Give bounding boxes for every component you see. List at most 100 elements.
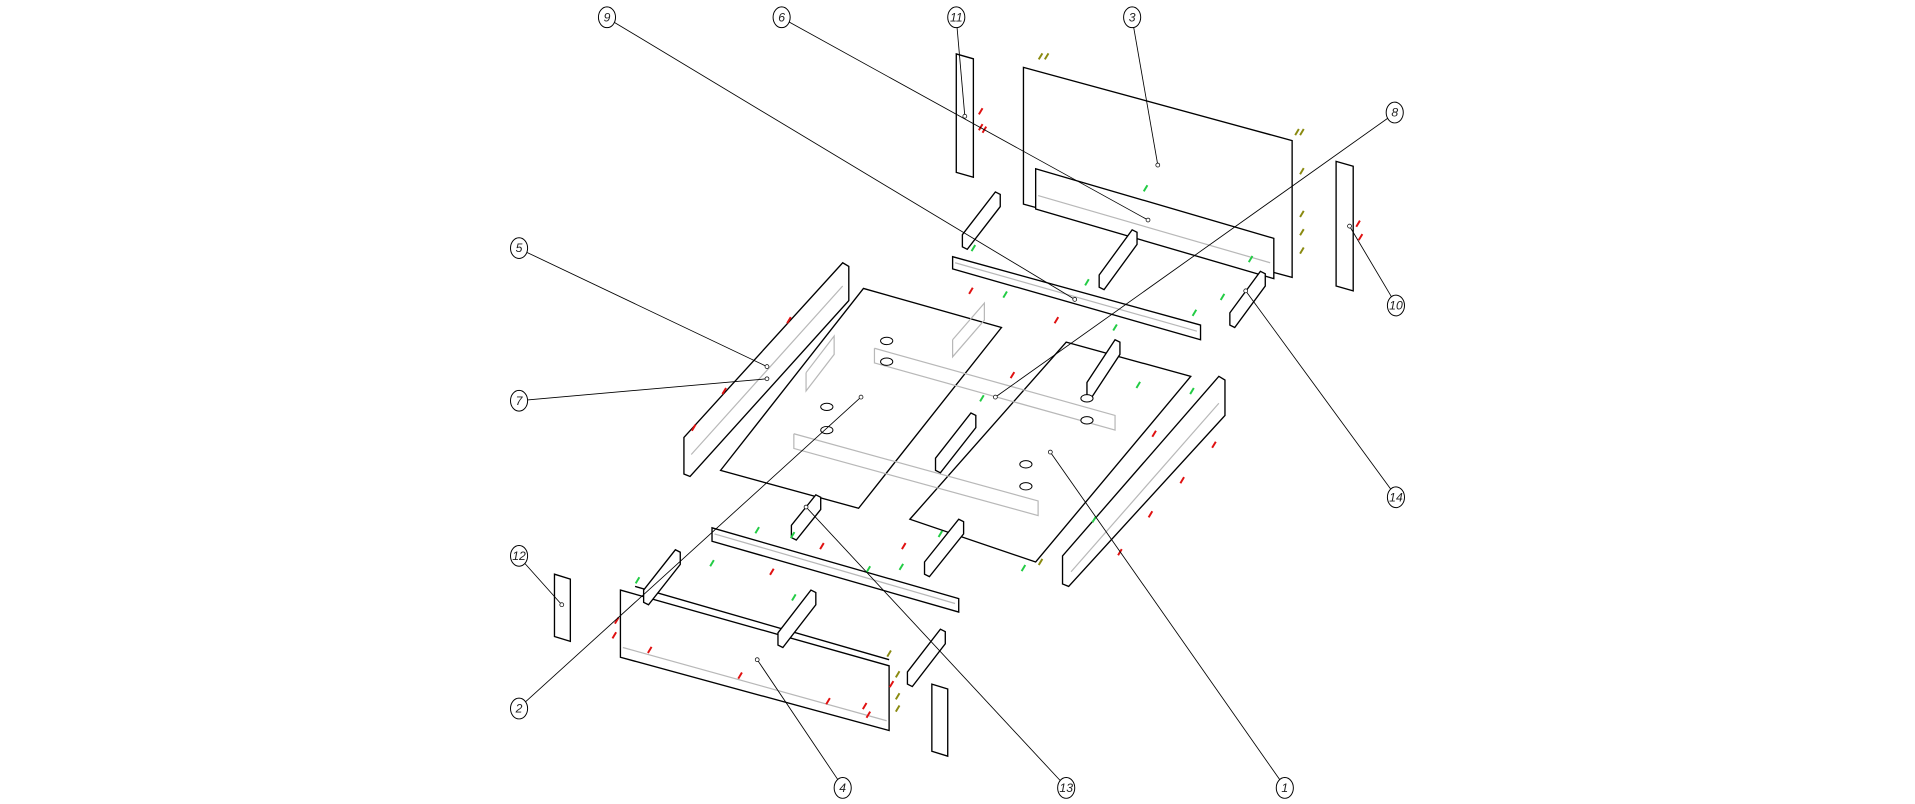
fastener-mark: [1053, 316, 1060, 324]
fastener-mark: [819, 542, 825, 550]
part-label-6: 6: [772, 6, 791, 29]
part-label-13: 13: [1057, 777, 1076, 799]
fastener-mark: [1299, 128, 1305, 136]
fastener-mark: [865, 711, 872, 719]
fastener-mark: [1084, 278, 1090, 286]
support-block: [1098, 228, 1138, 291]
fastener-mark: [1299, 167, 1305, 175]
fastener-mark: [1135, 381, 1141, 389]
part-number: 7: [516, 394, 524, 408]
part-number: 9: [604, 10, 611, 24]
fastener-mark: [1179, 476, 1185, 484]
parts-layer: [553, 53, 1354, 758]
fastener-mark: [737, 672, 743, 680]
fastener-mark: [791, 593, 797, 601]
fastener-mark: [1147, 510, 1154, 518]
leader-line-4: [756, 659, 839, 781]
fastener-mark: [968, 287, 974, 295]
fastener-mark: [894, 692, 901, 700]
fastener-mark: [1002, 290, 1008, 299]
cross-rail-lower: [711, 526, 960, 613]
part-label-1: 1: [1275, 777, 1294, 799]
fastener-mark: [769, 568, 775, 576]
fastener-mark: [886, 650, 892, 658]
part-label-9: 9: [597, 6, 617, 29]
part-label-4: 4: [833, 777, 852, 799]
support-block: [923, 518, 965, 578]
part-label-14: 14: [1386, 486, 1405, 509]
leader-line-5: [526, 251, 768, 367]
part-number: 13: [1059, 781, 1073, 795]
part-number: 5: [516, 241, 523, 255]
support-block: [934, 412, 977, 474]
fastener-mark: [1151, 430, 1157, 438]
leader-line-14: [1245, 290, 1392, 490]
part-number: 11: [950, 10, 963, 24]
fastener-mark: [978, 107, 984, 115]
fastener-marks: [611, 52, 1364, 719]
part-label-7: 7: [510, 389, 529, 412]
leader-line-13: [805, 506, 1061, 782]
fastener-mark: [979, 394, 985, 402]
leader-line-2: [525, 396, 862, 703]
fastener-mark: [1112, 323, 1118, 332]
fastener-mark: [825, 697, 831, 705]
part-label-3: 3: [1123, 6, 1142, 29]
part-number: 3: [1129, 10, 1136, 24]
leader-line-3: [1133, 26, 1159, 166]
post-12: [553, 573, 572, 643]
side-rail-right: [1061, 375, 1226, 588]
leader-line-8: [995, 117, 1389, 398]
fastener-mark: [721, 387, 727, 395]
fastener-mark: [647, 646, 653, 654]
part-number: 14: [1389, 490, 1403, 504]
headboard-lower-panel: [1034, 167, 1275, 280]
fastener-mark: [901, 542, 907, 550]
part-number: 12: [512, 549, 526, 563]
fastener-mark: [1357, 233, 1364, 241]
dowel-holes: [820, 336, 1094, 491]
fastener-mark: [1037, 558, 1044, 566]
fastener-mark: [898, 563, 904, 571]
part-label-11: 11: [947, 6, 966, 29]
part-number: 6: [778, 10, 785, 24]
fastener-mark: [754, 526, 760, 534]
fastener-mark: [888, 680, 895, 688]
fastener-mark: [1037, 52, 1044, 60]
fastener-mark: [709, 559, 715, 567]
fastener-mark: [1191, 309, 1198, 317]
fastener-mark: [634, 576, 641, 584]
part-number: 2: [515, 702, 523, 716]
support-blocks: [642, 191, 1266, 688]
support-block: [790, 493, 822, 541]
part-label-5: 5: [510, 237, 529, 259]
fastener-mark: [1189, 387, 1195, 395]
support-block: [961, 191, 1001, 251]
fastener-mark: [789, 531, 796, 539]
part-number: 1: [1281, 781, 1288, 795]
fastener-mark: [978, 123, 984, 131]
post-foot-right: [931, 683, 949, 758]
leader-line-6: [788, 21, 1149, 221]
part-number: 8: [1391, 106, 1398, 120]
footboard-panel: [619, 589, 890, 732]
leader-line-10: [1349, 225, 1393, 298]
fastener-mark: [1142, 184, 1149, 192]
leader-line-1: [1049, 451, 1281, 781]
fastener-mark: [1009, 371, 1016, 379]
fastener-mark: [1299, 247, 1305, 255]
fastener-mark: [786, 316, 792, 324]
side-rail-5: [683, 261, 850, 478]
fastener-mark: [611, 631, 617, 639]
leader-line-9: [614, 21, 1075, 300]
fastener-mark: [691, 424, 697, 432]
fastener-mark: [894, 670, 901, 678]
part-number: 4: [839, 781, 846, 795]
part-label-2: 2: [510, 697, 529, 720]
fastener-mark: [1299, 228, 1305, 236]
fastener-mark: [1294, 128, 1300, 136]
fastener-mark: [614, 617, 620, 625]
fastener-mark: [970, 244, 977, 252]
part-label-12: 12: [510, 545, 529, 567]
part-label-10: 10: [1386, 294, 1405, 317]
